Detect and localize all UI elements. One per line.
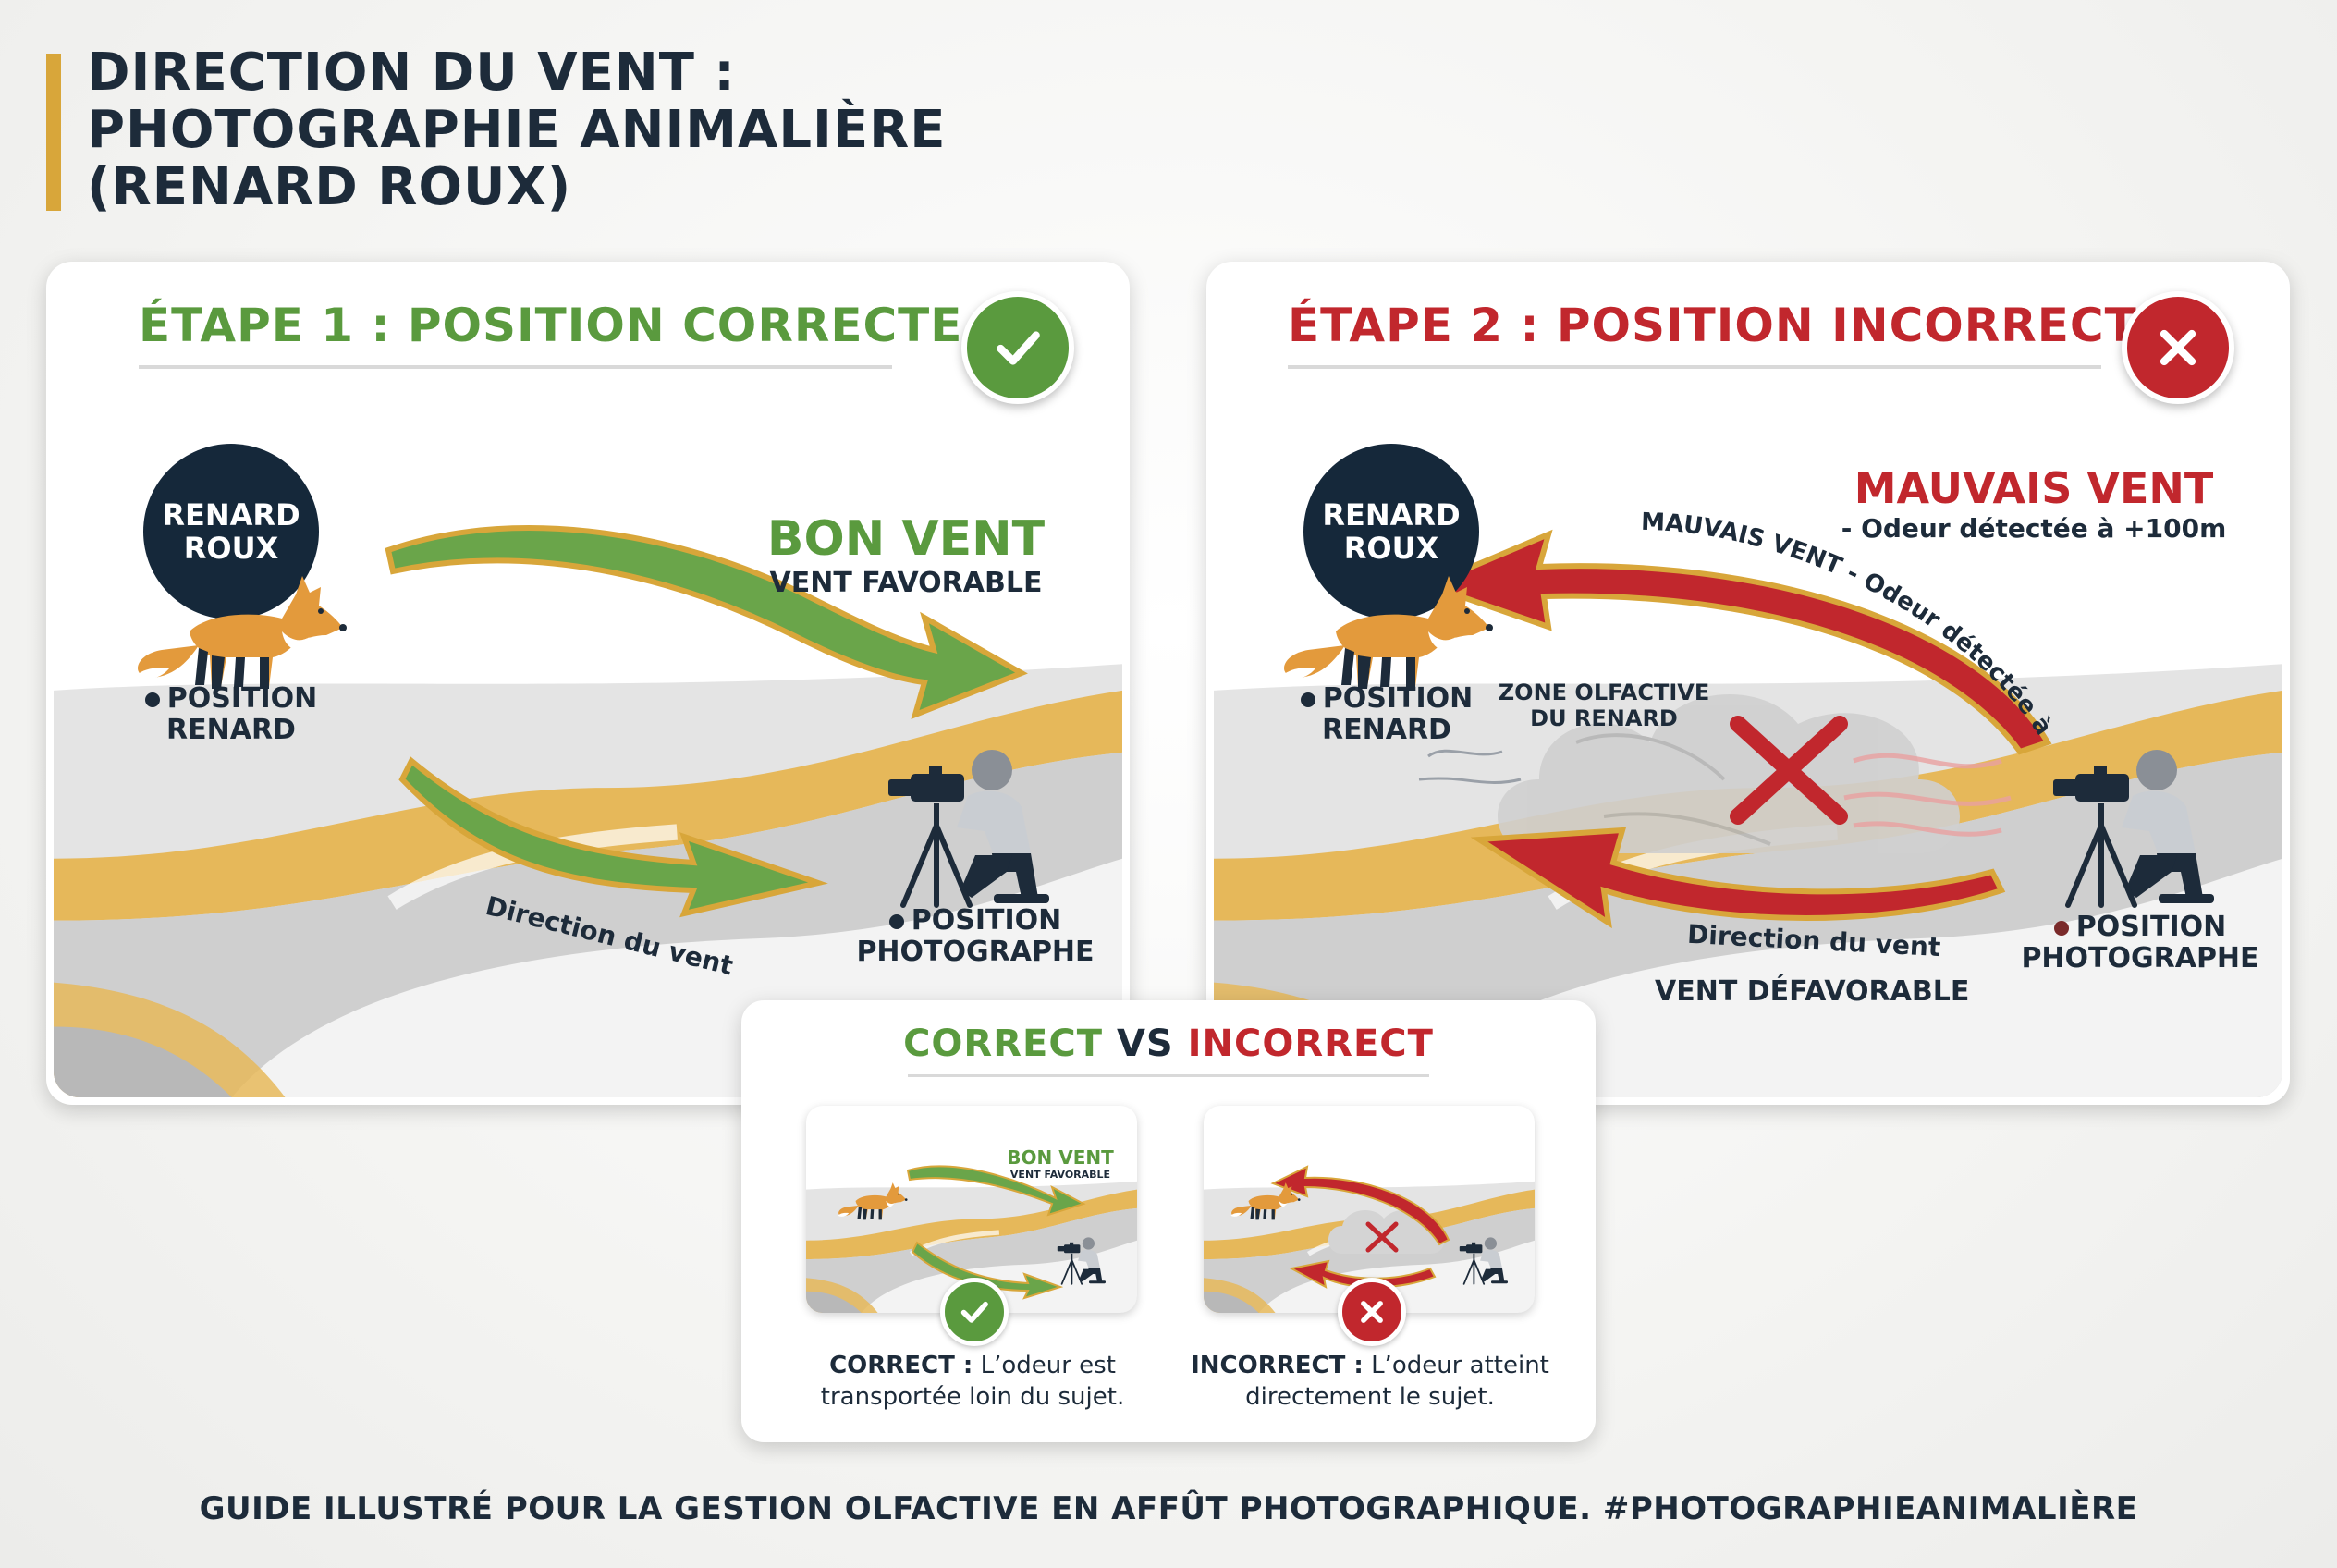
mini-good-wind: BON VENT VENT FAVORABLE — [1007, 1146, 1114, 1181]
subject-line-2: ROUX — [183, 531, 279, 566]
comparison-title-vs: VS — [1116, 1023, 1174, 1065]
page-title: DIRECTION DU VENT : PHOTOGRAPHIE ANIMALI… — [87, 44, 947, 216]
comparison-title-correct: CORRECT — [903, 1023, 1103, 1065]
bad-wind-title: MAUVAIS VENT — [1854, 463, 2214, 513]
title-line-1: DIRECTION DU VENT : — [87, 43, 736, 103]
panel-incorrect-title: ÉTAPE 2 : POSITION INCORRECTE — [1288, 299, 2170, 352]
bottom-wind-arrow — [398, 756, 828, 918]
fox-icon — [125, 539, 347, 696]
position-renard-label: POSITION RENARD — [139, 683, 324, 746]
bad-wind-label: MAUVAIS VENT - Odeur détectée à +100m — [1826, 463, 2242, 544]
panel-incorrect-underline — [1288, 365, 2101, 369]
mini-check-badge — [940, 1278, 1009, 1346]
title-line-3: (RENARD ROUX) — [87, 157, 572, 217]
incorrect-caption: INCORRECT : L’odeur atteint directement … — [1191, 1352, 1549, 1411]
correct-caption: CORRECT : L’odeur est transportée loin d… — [820, 1352, 1125, 1411]
panel-correct-underline — [139, 365, 892, 369]
subject-line-1: RENARD — [1322, 497, 1461, 533]
comparison-title-incorrect: INCORRECT — [1187, 1023, 1434, 1065]
unfavorable-wind-label: VENT DÉFAVORABLE — [1655, 975, 1970, 1008]
comparison-underline — [908, 1074, 1429, 1077]
photographer-icon — [883, 742, 1068, 909]
panel-correct: ÉTAPE 1 : POSITION CORRECTE RENARD ROUX … — [46, 262, 1130, 1105]
fox-icon — [1271, 539, 1493, 696]
panel-incorrect: ÉTAPE 2 : POSITION INCORRECTE MAUVAIS VE… — [1206, 262, 2290, 1105]
footer-text: GUIDE ILLUSTRÉ POUR LA GESTION OLFACTIVE… — [199, 1490, 2138, 1527]
comparison-title: CORRECT VS INCORRECT — [741, 1023, 1596, 1065]
cross-badge — [2122, 291, 2234, 404]
x-mark-icon — [1730, 716, 1848, 825]
check-icon — [960, 1301, 988, 1323]
bad-wind-subtitle: - Odeur détectée à +100m — [1841, 513, 2227, 544]
subject-line-2: ROUX — [1343, 531, 1439, 566]
title-accent-bar — [46, 54, 61, 211]
bullet-icon — [144, 692, 160, 707]
mini-landscape — [806, 1106, 1137, 1313]
good-wind-subtitle: VENT FAVORABLE — [769, 567, 1043, 599]
subject-circle: RENARD ROUX — [1303, 444, 1479, 619]
check-icon — [997, 331, 1040, 365]
olfactory-zone-label: ZONE OLFACTIVE DU RENARD — [1498, 680, 1710, 731]
panel-correct-title: ÉTAPE 1 : POSITION CORRECTE — [139, 299, 963, 352]
wind-arrows-correct — [385, 524, 1028, 918]
subject-line-1: RENARD — [162, 497, 300, 533]
subject-circle: RENARD ROUX — [143, 444, 319, 619]
good-wind-label: BON VENT VENT FAVORABLE — [749, 511, 1063, 599]
title-line-2: PHOTOGRAPHIE ANIMALIÈRE — [87, 100, 947, 160]
comparison-card: CORRECT VS INCORRECT BON VENT VENT FAVOR… — [741, 1000, 1596, 1442]
cross-icon — [1361, 1301, 1383, 1323]
photographer-icon — [2048, 742, 2233, 909]
bullet-icon — [888, 914, 904, 929]
bullet-icon — [1300, 692, 1315, 707]
top-wind-arrow — [385, 524, 1028, 720]
good-wind-title: BON VENT — [766, 511, 1046, 567]
bottom-bad-wind-arrow — [1470, 827, 2006, 929]
check-badge — [961, 291, 1074, 404]
position-photographe-label: POSITION PHOTOGRAPHE — [856, 904, 1095, 968]
position-photographe-label: POSITION PHOTOGRAPHE — [2021, 911, 2259, 974]
position-renard-label: POSITION RENARD — [1294, 683, 1479, 746]
cross-icon — [2160, 329, 2196, 366]
bullet-icon — [2053, 921, 2069, 936]
mini-landscape — [1204, 1106, 1535, 1313]
mini-cross-badge — [1338, 1278, 1406, 1346]
